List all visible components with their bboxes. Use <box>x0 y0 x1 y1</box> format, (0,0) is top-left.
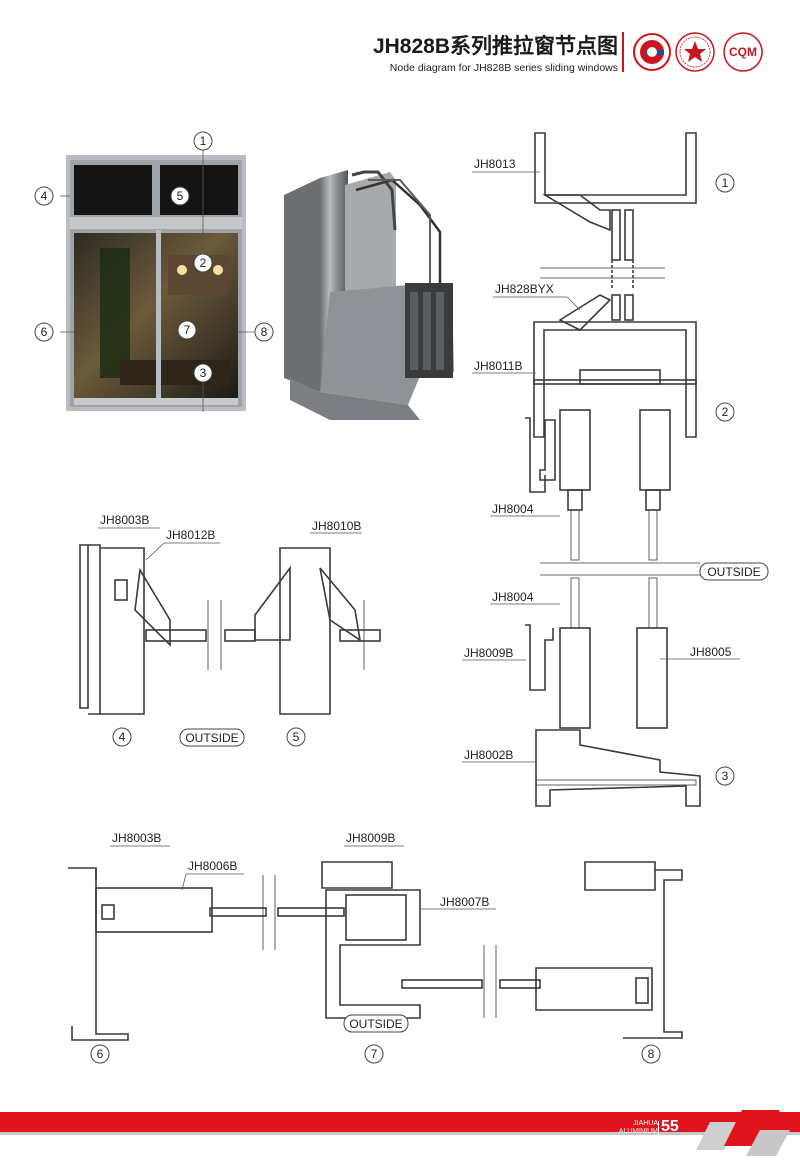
label-jh8003b-bottom: JH8003B <box>112 831 161 845</box>
label-jh8005: JH8005 <box>690 645 732 659</box>
callout-8: 8 <box>254 322 274 342</box>
node-3: 3 <box>715 766 735 786</box>
window-photo <box>66 155 246 411</box>
svg-text:OUTSIDE: OUTSIDE <box>707 565 760 579</box>
footer-band <box>0 1112 800 1135</box>
page-title: JH828B系列推拉窗节点图 <box>372 35 618 58</box>
profile-jh8011b <box>533 321 697 438</box>
node-5: 5 <box>286 727 306 747</box>
callout-6: 6 <box>34 322 54 342</box>
section-horizontal-6-7-8 <box>68 861 683 1041</box>
footer-arrow-icon <box>696 1110 790 1156</box>
svg-text:5: 5 <box>293 730 300 744</box>
section-horizontal-4-5 <box>79 544 381 715</box>
photo-callouts: 1 2 3 4 5 6 7 8 <box>34 131 274 412</box>
section-6-7-8-labels: JH8003B JH8006B JH8009B JH8007B OUTSIDE … <box>90 831 661 1064</box>
svg-text:5: 5 <box>177 189 184 203</box>
node-6: 6 <box>90 1044 110 1064</box>
certification-logos: CQM <box>633 32 763 72</box>
svg-text:8: 8 <box>261 325 268 339</box>
svg-text:4: 4 <box>41 189 48 203</box>
cqm-logo-text: CQM <box>729 45 757 59</box>
label-jh8012b: JH8012B <box>166 528 215 542</box>
profile-jh8010b <box>279 547 331 715</box>
node-diagram-canvas: 1 2 3 4 5 6 7 8 <box>34 131 769 1064</box>
profile-jh8009b <box>321 861 393 889</box>
label-jh8006b: JH8006B <box>188 859 237 873</box>
brand-logo-icon <box>633 33 671 71</box>
page-subtitle: Node diagram for JH828B series sliding w… <box>389 62 618 74</box>
cqm-logo-icon: CQM <box>723 32 763 72</box>
callout-7: 7 <box>177 320 197 340</box>
profile-3d-render <box>284 170 454 420</box>
svg-text:OUTSIDE: OUTSIDE <box>185 731 238 745</box>
node-4: 4 <box>112 727 132 747</box>
svg-text:2: 2 <box>722 405 729 419</box>
section-4-5-labels: JH8003B JH8012B JH8010B OUTSIDE 4 5 <box>98 513 362 747</box>
outside-tag-bottom: OUTSIDE <box>343 1014 409 1033</box>
svg-text:6: 6 <box>97 1047 104 1061</box>
svg-text:1: 1 <box>200 134 207 148</box>
node-2: 2 <box>715 402 735 422</box>
profile-jh8012b <box>134 567 171 647</box>
label-jh8004-b: JH8004 <box>492 590 534 604</box>
profile-jh8003b <box>79 544 89 709</box>
label-jh8013: JH8013 <box>474 157 516 171</box>
svg-text:3: 3 <box>200 366 207 380</box>
label-jh8011b: JH8011B <box>474 359 522 373</box>
label-jh8009b-bottom: JH8009B <box>346 831 395 845</box>
footer-brand-line1: JIAHUA <box>633 1120 658 1127</box>
callout-2: 2 <box>193 253 213 273</box>
svg-text:1: 1 <box>722 176 729 190</box>
callout-4: 4 <box>34 186 54 206</box>
footer-brand: JIAHUA ALUMINIUM <box>604 1120 658 1136</box>
callout-3: 3 <box>193 363 213 383</box>
callout-5: 5 <box>170 186 190 206</box>
callout-1: 1 <box>193 131 213 151</box>
page-number: 55 <box>661 1118 679 1135</box>
label-jh8004-a: JH8004 <box>492 502 534 516</box>
node-7: 7 <box>364 1044 384 1064</box>
award-seal-icon <box>675 32 715 72</box>
label-jh8003b-top: JH8003B <box>100 513 149 527</box>
section-vertical-1-2-3 <box>525 132 701 807</box>
profile-jh8013 <box>534 132 697 204</box>
outside-tag-right: OUTSIDE <box>699 562 769 581</box>
label-jh8009b: JH8009B <box>464 646 513 660</box>
footer-brand-line2: ALUMINIUM <box>618 1128 658 1135</box>
header-divider <box>622 32 624 72</box>
node-8: 8 <box>641 1044 661 1064</box>
label-jh8002b: JH8002B <box>464 748 513 762</box>
section-1-labels: JH8013 JH828BYX JH8011B JH8004 JH8004 JH… <box>462 157 769 786</box>
profile-jh8003b-bottom <box>68 867 129 1041</box>
outside-tag-mid: OUTSIDE <box>179 728 245 747</box>
svg-text:8: 8 <box>648 1047 655 1061</box>
node-1: 1 <box>715 173 735 193</box>
label-jh8007b: JH8007B <box>440 895 489 909</box>
page-header: JH828B系列推拉窗节点图 Node diagram for JH828B s… <box>358 30 618 74</box>
footer-divider <box>658 1121 659 1136</box>
svg-text:2: 2 <box>200 256 207 270</box>
label-jh8010b: JH8010B <box>312 519 361 533</box>
svg-text:3: 3 <box>722 769 729 783</box>
svg-text:7: 7 <box>371 1047 378 1061</box>
profile-jh8002b <box>535 729 701 807</box>
svg-text:7: 7 <box>184 323 191 337</box>
label-jh828byx: JH828BYX <box>495 282 554 296</box>
svg-text:6: 6 <box>41 325 48 339</box>
svg-text:OUTSIDE: OUTSIDE <box>349 1017 402 1031</box>
svg-text:4: 4 <box>119 730 126 744</box>
